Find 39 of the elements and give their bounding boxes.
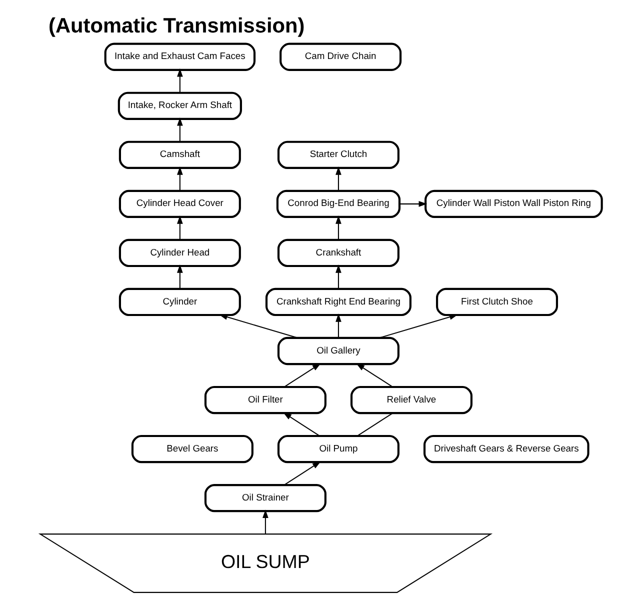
node-box: Intake and Exhaust Cam Faces [104,42,256,71]
node-box: Cylinder Head [118,238,241,268]
node-box: Camshaft [118,140,241,169]
arrow [336,215,342,240]
node-box: Oil Gallery [277,336,400,366]
node-box: Oil Pump [277,434,400,464]
node-box: Oil Filter [204,386,326,414]
node-box: First Clutch Shoe [436,288,558,316]
node-box: Relief Valve [350,386,472,414]
node-box: Bevel Gears [131,434,254,464]
node-box: Crankshaft Right End Bearing [265,288,412,316]
arrow [356,363,393,388]
arrow [283,412,320,436]
arrow [284,363,321,388]
node-box: Oil Strainer [204,484,326,512]
node-box: Crankshaft [277,238,400,268]
arrow [177,166,183,191]
arrow [262,510,268,534]
node-box: Cylinder Head Cover [118,190,241,218]
diagram-title: (Automatic Transmission) [48,14,305,38]
arrow [379,314,458,338]
node-box: Driveshaft Gears & Reverse Gears [423,434,590,464]
arrow [400,201,428,207]
arrow [219,314,298,338]
node-box: Conrod Big-End Bearing [276,190,401,218]
arrow [177,117,183,142]
connector [357,412,393,436]
arrow [177,68,183,93]
node-box: Cylinder [118,288,241,316]
node-box: Cylinder Wall Piston Wall Piston Ring [424,190,603,218]
arrow [177,215,183,240]
arrow [336,314,342,338]
arrow [284,461,321,486]
arrow [336,166,342,191]
arrow [177,264,183,289]
node-box: Cam Drive Chain [280,42,402,71]
arrow [336,264,342,289]
node-box: Starter Clutch [277,140,400,169]
node-box: Intake, Rocker Arm Shaft [118,92,242,120]
